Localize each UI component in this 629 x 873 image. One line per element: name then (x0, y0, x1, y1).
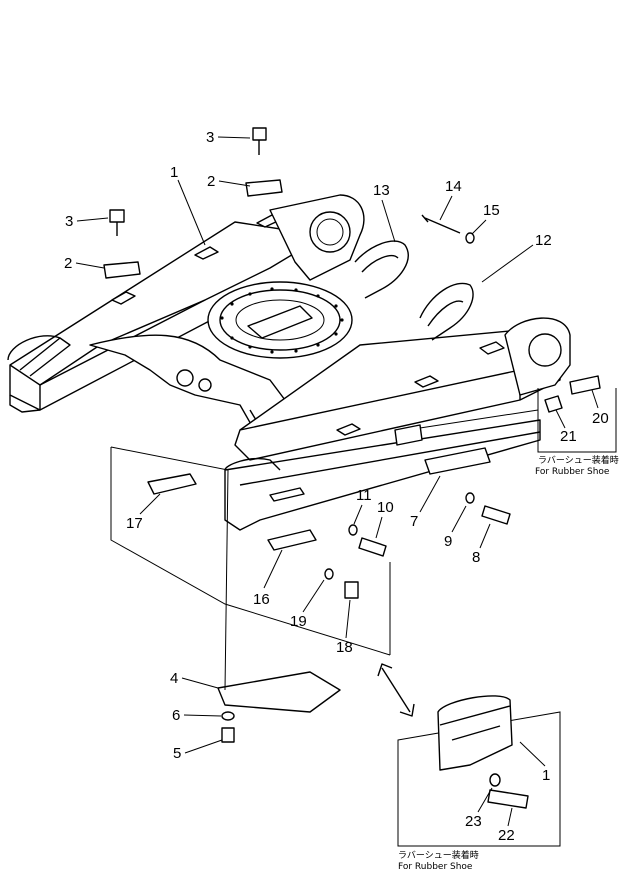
part-label: 5 (173, 745, 181, 762)
part-label: 18 (336, 639, 353, 656)
part-label: 2 (207, 173, 215, 190)
rubber-shoe-note-en: For Rubber Shoe (398, 862, 473, 872)
part-label: 16 (253, 591, 270, 608)
part-label: 8 (472, 549, 480, 566)
part-label: 10 (377, 499, 394, 516)
rubber-shoe-note-jp: ラバーシュー装着時 (398, 849, 479, 861)
rubber-shoe-note-en: For Rubber Shoe (535, 467, 610, 477)
part-label: 2 (64, 255, 72, 272)
part-label: 21 (560, 428, 577, 445)
part-label: 13 (373, 182, 390, 199)
rubber-shoe-note-jp: ラバーシュー装着時 (538, 454, 619, 466)
part-label: 19 (290, 613, 307, 630)
part-label: 9 (444, 533, 452, 550)
part-label: 17 (126, 515, 143, 532)
part-label: 23 (465, 813, 482, 830)
part-label: 4 (170, 670, 178, 687)
notes: ラバーシュー装着時 For Rubber Shoe ラバーシュー装着時 For … (398, 454, 619, 872)
part-label: 1 (170, 164, 178, 181)
part-label: 3 (65, 213, 73, 230)
track-frame-drawing (7, 127, 617, 743)
part-label: 3 (206, 129, 214, 146)
part-label: 7 (410, 513, 418, 530)
rubber-shoe-alternate-view (397, 695, 561, 847)
part-label: 11 (356, 487, 372, 504)
part-label: 14 (445, 178, 462, 195)
part-label: 12 (535, 232, 552, 249)
part-label: 20 (592, 410, 609, 427)
part-label: 6 (172, 707, 180, 724)
part-label: 22 (498, 827, 515, 844)
part-label: 1 (542, 767, 550, 784)
part-labels: 3 2 1 3 2 13 14 15 12 21 20 17 11 10 7 9… (64, 129, 609, 844)
part-label: 15 (483, 202, 500, 219)
